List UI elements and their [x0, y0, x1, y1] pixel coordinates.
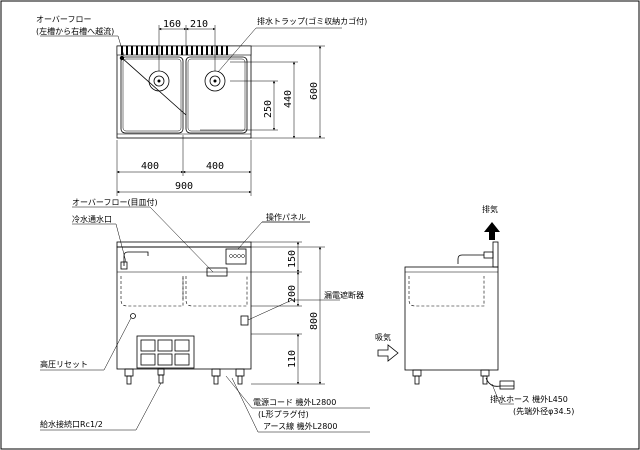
- top-view: オーバーフロー (左槽から右槽へ越流) 排水トラップ(ゴミ収納カゴ付) 160 …: [36, 15, 367, 196]
- backsplash-hatch: [116, 45, 252, 56]
- dim-200: 200: [287, 285, 298, 303]
- front-basin-hidden: [120, 276, 184, 307]
- cold-water-faucet: [123, 251, 149, 266]
- drain-hose-sub-label: (先端外径φ34.5): [513, 406, 574, 416]
- leakage-breaker: [240, 315, 249, 326]
- overflow-label: オーバーフロー: [36, 15, 91, 24]
- dim-250: 250: [263, 100, 274, 118]
- side-view: 排水ホース 機外L450 (先端外径φ34.5) 排気 吸気: [375, 204, 574, 416]
- dim-900: 900: [175, 181, 193, 192]
- top-view-body: [116, 45, 252, 139]
- pressure-reset-button: [130, 313, 136, 319]
- control-panel: [225, 248, 247, 265]
- trap-label: 排水トラップ(ゴミ収納カゴ付): [257, 16, 367, 26]
- overflow-leader: [40, 35, 125, 57]
- power-cord-label: 電源コード 機外L2800: [253, 397, 336, 407]
- front-feet: [124, 368, 245, 385]
- exhaust-label: 排気: [482, 204, 498, 214]
- overflow-sub-label: (左槽から右槽へ越流): [36, 26, 114, 36]
- dim-400-right: 400: [206, 161, 224, 172]
- right-drain-trap: [204, 70, 226, 92]
- dim-800: 800: [309, 312, 320, 330]
- pressure-reset-label: 高圧リセット: [40, 359, 88, 369]
- side-faucet: [457, 254, 484, 264]
- plug-label: (L形プラグ付): [258, 409, 309, 419]
- exhaust-arrow-icon: [484, 222, 500, 240]
- dim-210: 210: [190, 19, 208, 30]
- vent-grille: [136, 335, 195, 369]
- water-inlet-label: 給水接続口Rc1/2: [40, 419, 103, 429]
- dim-600: 600: [309, 82, 320, 100]
- dim-400-left: 400: [141, 161, 159, 172]
- right-basin: [185, 56, 248, 134]
- overflow-strainer-label: オーバーフロー(目皿付): [72, 197, 158, 207]
- trap-leader: [217, 27, 342, 73]
- control-panel-label: 操作パネル: [266, 212, 306, 222]
- cold-water-label: 冷水通水口: [72, 214, 112, 224]
- left-drain-trap: [148, 70, 170, 92]
- dim-110: 110: [287, 350, 298, 368]
- dim-440: 440: [283, 90, 294, 108]
- front-view: 150 200 110 800 オーバーフロー(目皿付) 冷水通水口 操作パネル…: [40, 197, 370, 433]
- intake-label: 吸気: [375, 332, 391, 342]
- drain-hose-label: 排水ホース 機外L450: [490, 394, 568, 404]
- intake-arrow-icon: [377, 344, 399, 362]
- left-basin: [120, 56, 184, 134]
- overflow-pipe: [121, 57, 187, 116]
- side-view-body: [404, 266, 499, 371]
- overflow-drain: [206, 267, 228, 277]
- dim-150: 150: [287, 250, 298, 268]
- dim-160: 160: [163, 19, 181, 30]
- leakage-breaker-label: 漏電遮断器: [324, 290, 364, 300]
- earth-label: アース線 機外L2800: [263, 421, 337, 431]
